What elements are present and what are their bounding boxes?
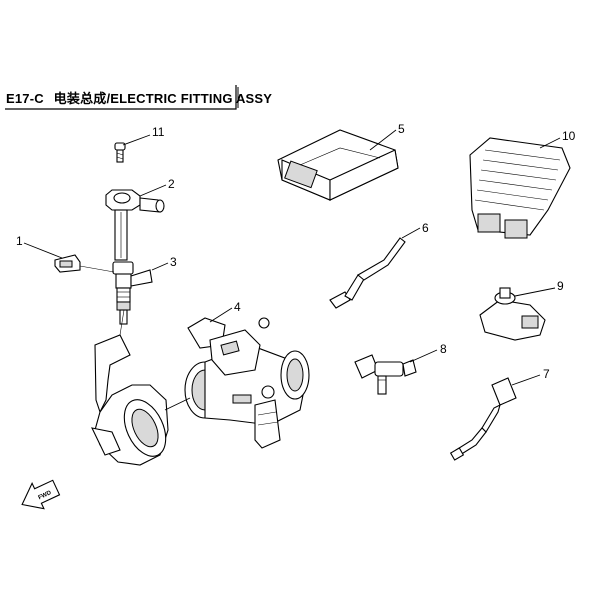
callout-11: 11 — [152, 125, 165, 139]
callout-3: 3 — [170, 255, 177, 269]
fwd-label: FWD — [38, 490, 54, 501]
callout-2: 2 — [168, 177, 175, 191]
diagram-title: 电装总成/ELECTRIC FITTING ASSY — [53, 91, 273, 106]
callout-1: 1 — [16, 234, 23, 248]
leader-4 — [209, 307, 233, 323]
header-bracket — [5, 85, 239, 110]
callout-10: 10 — [562, 129, 576, 143]
callout-9: 9 — [557, 279, 564, 293]
leader-2 — [139, 184, 167, 197]
leader-8 — [409, 349, 438, 363]
leader-9 — [514, 287, 556, 297]
leader-6 — [401, 227, 421, 239]
callout-6: 6 — [422, 221, 429, 235]
part-1-sensor — [54, 254, 115, 273]
leader-5 — [369, 129, 397, 151]
part-5-ecu — [277, 129, 399, 201]
part-9-map-sensor — [479, 287, 546, 341]
leader-4a — [164, 397, 191, 411]
callout-4: 4 — [234, 300, 241, 314]
part-2-fuel-pipe — [105, 189, 165, 261]
diagram-code: E17-C — [6, 91, 44, 106]
part-intake-manifold — [91, 309, 169, 466]
leader-3 — [151, 262, 169, 271]
page-title: E17-C 电装总成/ELECTRIC FITTING ASSY — [6, 88, 272, 107]
part-6-spark-wire — [329, 237, 406, 309]
leader-10 — [539, 137, 561, 149]
leader-1 — [23, 242, 63, 259]
part-8-temp-sensor — [354, 354, 417, 395]
part-3-injector — [112, 261, 153, 325]
header-frame — [4, 84, 240, 110]
fwd-arrow-icon: FWD — [21, 479, 61, 510]
part-7-o2-sensor — [449, 377, 517, 461]
part-10-regulator — [469, 137, 571, 239]
callout-8: 8 — [440, 342, 447, 356]
part-11-screw — [114, 142, 126, 163]
leader-7 — [511, 374, 541, 386]
callout-5: 5 — [398, 122, 405, 136]
part-4-throttle-body — [184, 317, 310, 449]
callout-7: 7 — [543, 367, 550, 381]
leader-11 — [122, 134, 151, 146]
